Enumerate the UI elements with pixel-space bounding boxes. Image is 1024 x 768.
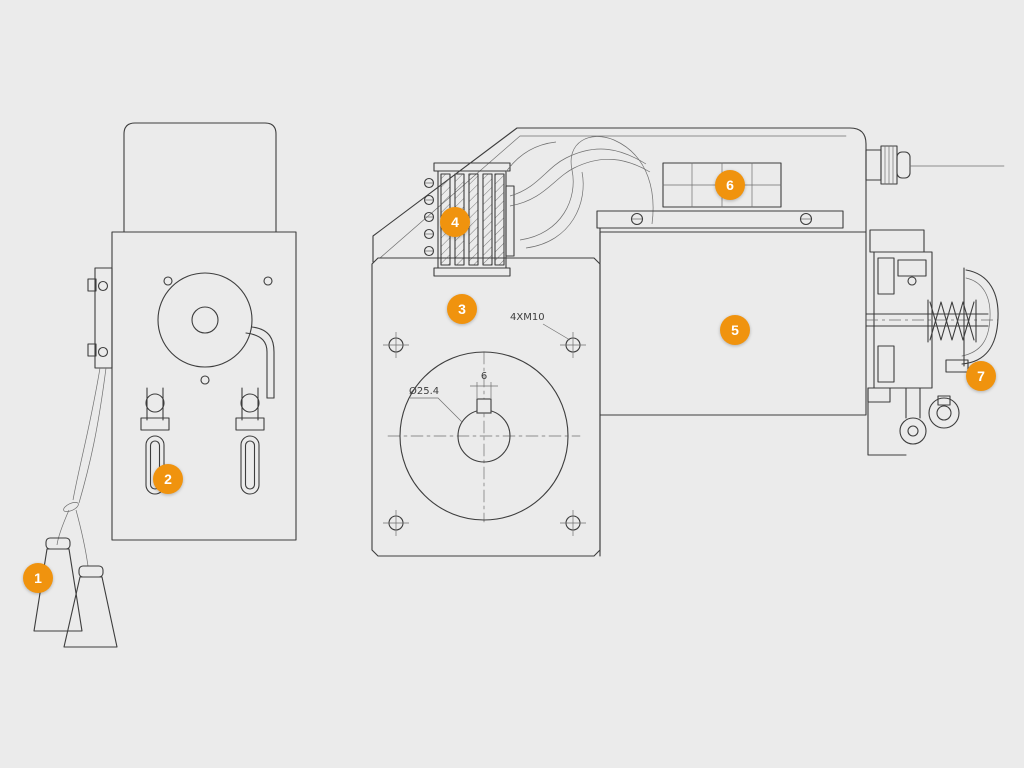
callout-badge-5[interactable]: 5 bbox=[720, 315, 750, 345]
release-hook bbox=[899, 387, 927, 445]
mounting-plate bbox=[596, 210, 844, 229]
cable-gland bbox=[865, 145, 1005, 185]
keyway-width-label: 6 bbox=[481, 371, 487, 382]
side-housing bbox=[111, 122, 297, 541]
brake-cover bbox=[961, 267, 999, 367]
callout-badge-3[interactable]: 3 bbox=[447, 294, 477, 324]
callout-badge-4[interactable]: 4 bbox=[440, 207, 470, 237]
side-bracket bbox=[87, 267, 113, 369]
callout-badge-6[interactable]: 6 bbox=[715, 170, 745, 200]
manual-release-roller bbox=[928, 395, 960, 429]
hook-shackle-right bbox=[235, 387, 265, 495]
front-view-drawing: 6 Ø25.4 4XM10 bbox=[371, 127, 1005, 557]
bolt-pattern-label: 4XM10 bbox=[510, 312, 545, 323]
callout-badge-2[interactable]: 2 bbox=[153, 464, 183, 494]
shaft-bore: 6 Ø25.4 bbox=[409, 371, 511, 463]
callout-badge-1[interactable]: 1 bbox=[23, 563, 53, 593]
cable-plugs bbox=[33, 537, 118, 648]
brake-spring bbox=[927, 299, 977, 343]
brake-assembly bbox=[865, 229, 999, 456]
side-view-drawing bbox=[33, 122, 297, 648]
front-plate bbox=[371, 257, 601, 557]
bolt-holes: 4XM10 bbox=[383, 312, 586, 536]
wiring-harness bbox=[505, 136, 654, 249]
power-cables bbox=[56, 367, 107, 567]
pulley-wheel bbox=[157, 272, 253, 368]
motor-body bbox=[599, 231, 867, 557]
guide-hook bbox=[245, 326, 275, 399]
bore-diameter-label: Ø25.4 bbox=[409, 385, 439, 397]
callout-badge-7[interactable]: 7 bbox=[966, 361, 996, 391]
